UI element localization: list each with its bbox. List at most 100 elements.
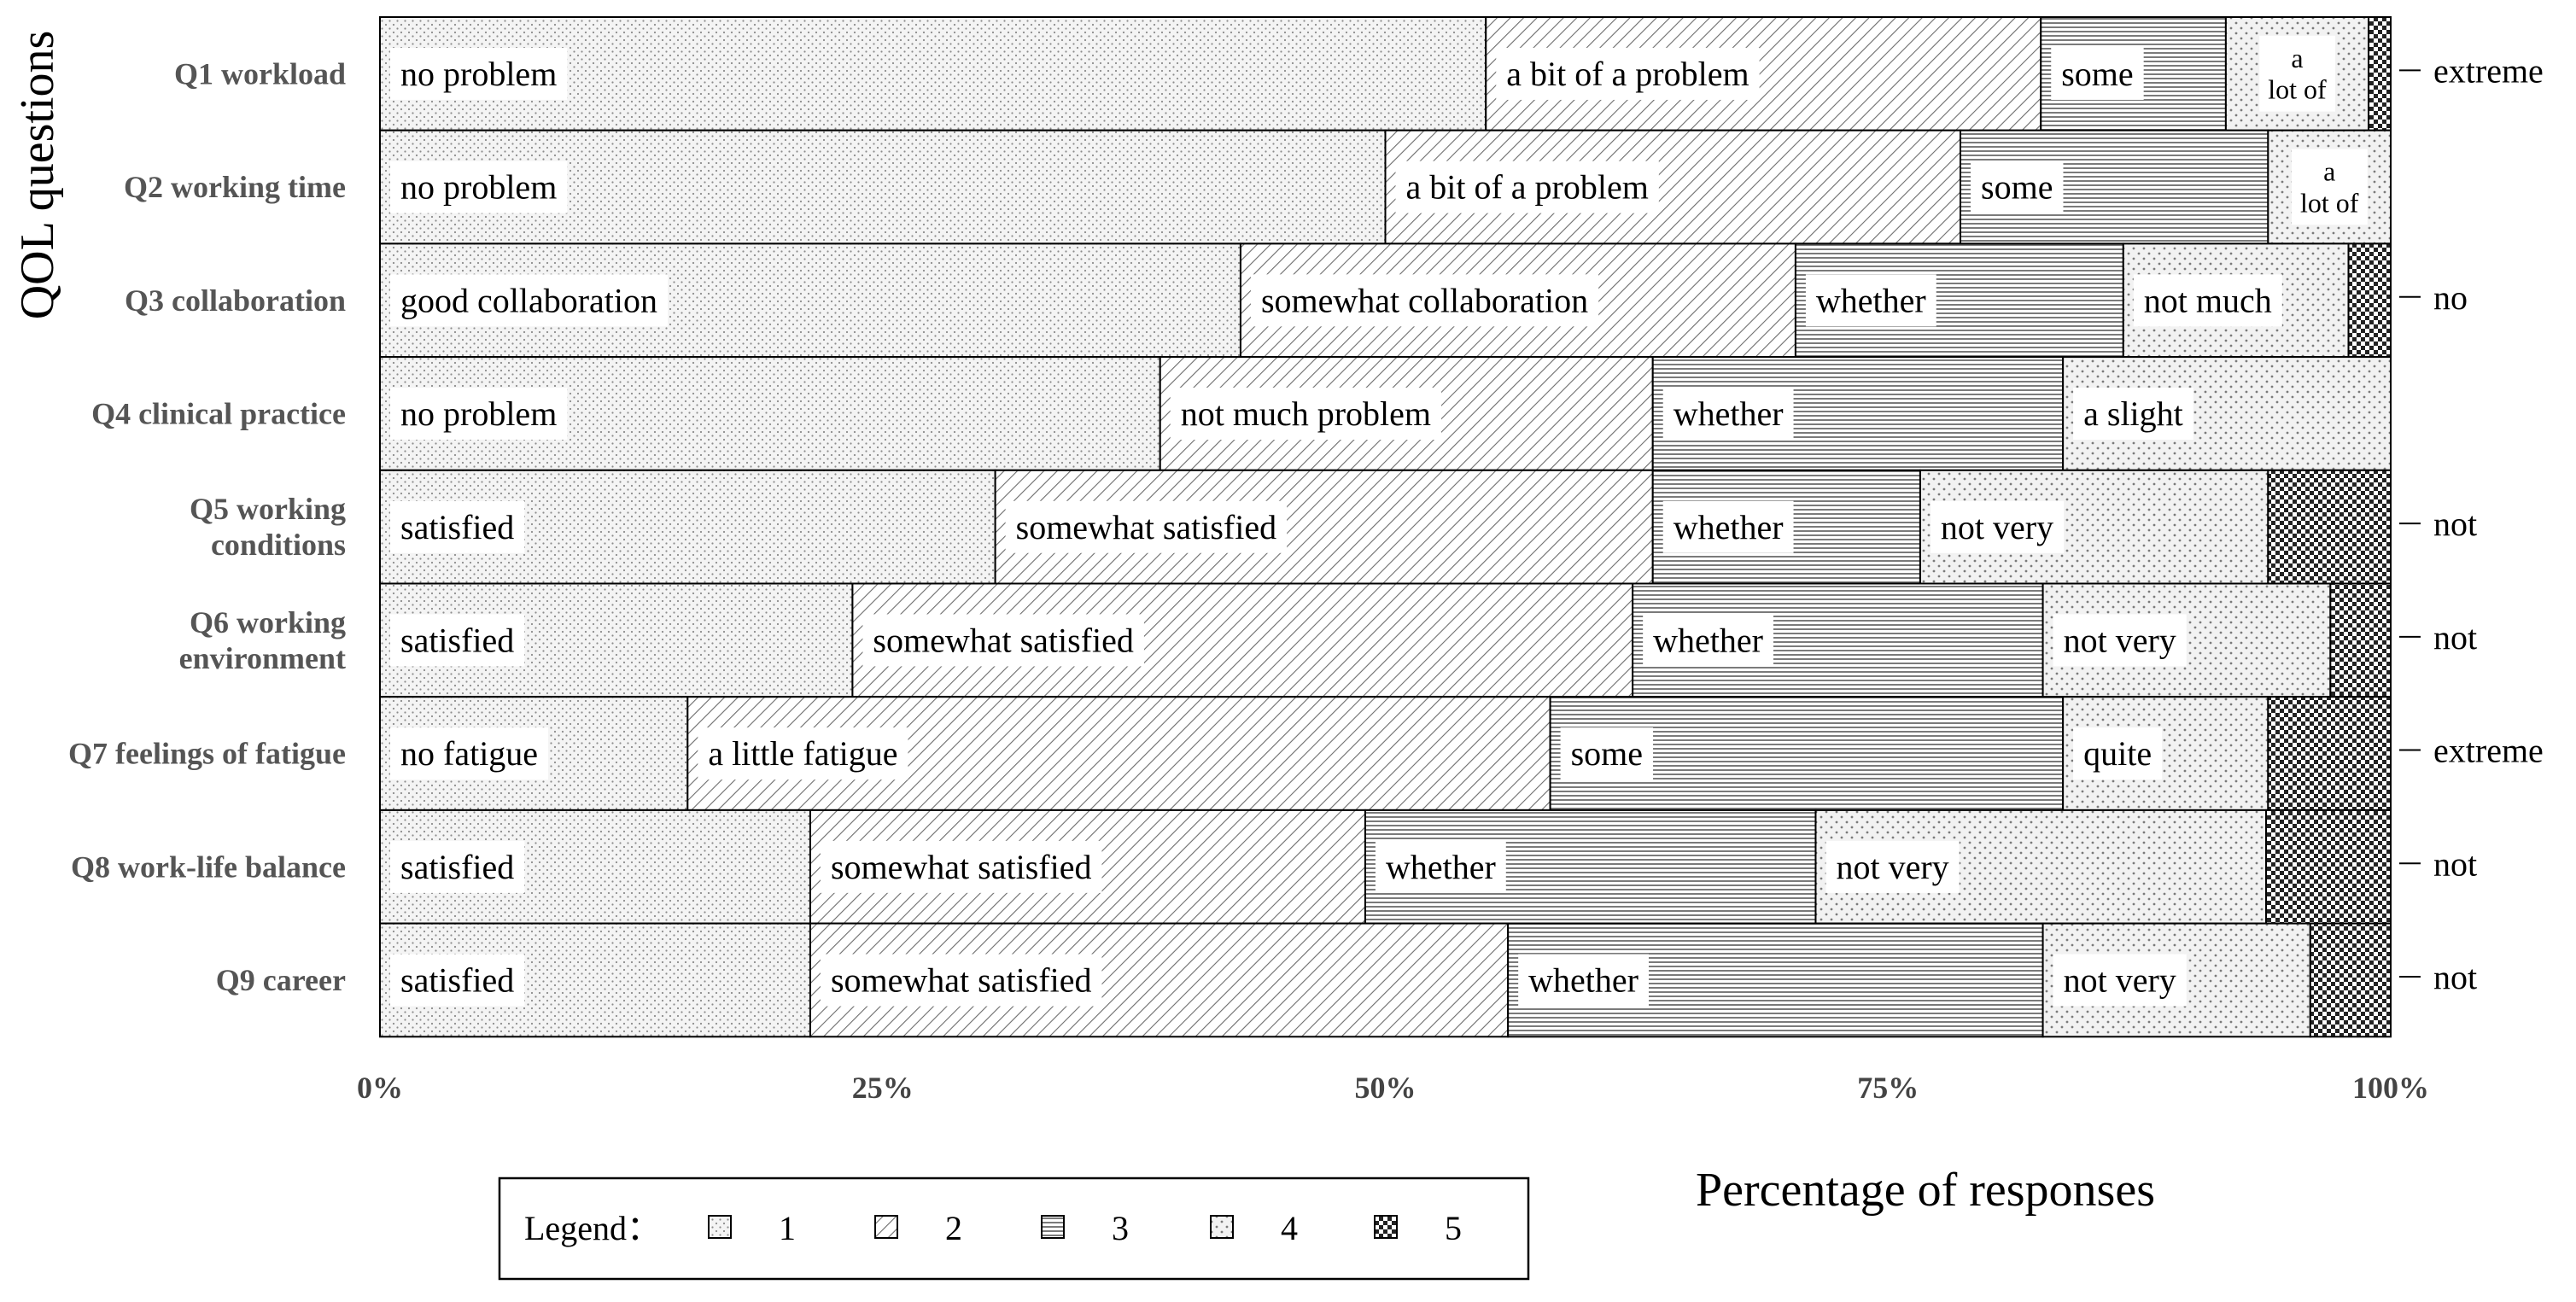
category-label-q5-working-conditions: conditions: [211, 528, 346, 562]
segment-label-text: not very: [1941, 508, 2053, 546]
legend-entries: 1 2 3 4 5: [708, 1209, 1462, 1247]
segment-label-q4-clinical-practice-s2: not much problem: [1170, 388, 1442, 441]
category-label-q3-collaboration: Q3 collaboration: [125, 283, 346, 318]
x-axis-title: Percentage of responses: [1696, 1164, 2155, 1217]
legend-swatch: [1374, 1215, 1398, 1239]
segment-label-text: some: [1571, 734, 1643, 773]
segment-label-background: [1560, 727, 1654, 780]
category-label-q6-working-environment: Q6 working: [190, 605, 346, 639]
outside-label-q5-working-conditions: not: [2399, 505, 2477, 543]
segment-label-q2-working-time-s2: a bit of a problem: [1395, 161, 1659, 213]
x-axis-ticks-layer: 0%25%50%75%100%: [357, 1071, 2429, 1105]
segment-label-q7-feelings-of-fatigue-s2: a little fatigue: [698, 727, 908, 780]
segment-label-background: [2133, 274, 2282, 327]
segment-label-text: no problem: [400, 55, 557, 93]
legend-entry-5: 5: [1374, 1209, 1462, 1247]
segment-label-background: [2053, 614, 2187, 667]
segment-label-text: a bit of a problem: [1506, 55, 1749, 93]
segment-label-text: some: [2061, 55, 2133, 93]
segment-label-background: [2259, 35, 2336, 112]
x-tick-label-4: 100%: [2352, 1071, 2429, 1105]
segment-label-background: [390, 614, 525, 667]
segment-label-q1-workload-s1: no problem: [390, 47, 568, 100]
segment-label-background: [2073, 727, 2163, 780]
segment-label-text: satisfied: [400, 621, 514, 659]
legend: Legend： 1 2 3 4 5: [498, 1176, 1530, 1281]
category-label-q8-work-life-balance: Q8 work-life balance: [71, 850, 346, 884]
segment-label-q4-clinical-practice-s3: whether: [1662, 388, 1794, 441]
segment-label-background: [390, 840, 525, 893]
segment-label-text: quite: [2083, 734, 2152, 773]
segment-label-q8-work-life-balance-s3: whether: [1375, 840, 1506, 893]
legend-box: [498, 1176, 1530, 1281]
legend-entry-3: 3: [1041, 1209, 1129, 1247]
legend-title: Legend：: [524, 1209, 661, 1247]
segment-label-text: not much problem: [1181, 394, 1431, 433]
segment-label-text: a: [2323, 156, 2335, 187]
segment-label-q3-collaboration-s1: good collaboration: [390, 274, 669, 327]
segment-label-text: no problem: [400, 394, 557, 433]
segment-label-background: [390, 388, 568, 441]
segment-label-text: no fatigue: [400, 734, 538, 773]
segment-label-background: [390, 161, 568, 213]
segment-label-background: [1518, 954, 1649, 1007]
category-label-q1-workload: Q1 workload: [174, 56, 346, 90]
bar-segment-q5-working-conditions-s5: [2267, 469, 2392, 585]
segment-label-background: [862, 614, 1144, 667]
segment-label-q9-career-s4: not very: [2053, 954, 2187, 1007]
outside-label-q7-feelings-of-fatigue: extreme: [2399, 732, 2544, 770]
segment-label-text: no problem: [400, 168, 557, 207]
segment-label-text: a little fatigue: [708, 734, 897, 773]
segment-label-text: somewhat satisfied: [831, 961, 1092, 1000]
segment-label-q6-working-environment-s3: whether: [1643, 614, 1773, 667]
outside-label-q8-work-life-balance: not: [2399, 844, 2477, 883]
segment-label-q4-clinical-practice-s4: a slight: [2073, 388, 2193, 441]
segment-label-background: [1805, 274, 1936, 327]
legend-label: 3: [1112, 1209, 1129, 1247]
segment-label-q7-feelings-of-fatigue-s1: no fatigue: [390, 727, 549, 780]
segment-label-background: [1005, 500, 1288, 553]
y-axis-title: QOL questions: [11, 31, 64, 320]
segment-label-q1-workload-s2: a bit of a problem: [1496, 47, 1760, 100]
segment-label-q8-work-life-balance-s4: not very: [1825, 840, 1960, 893]
category-label-q6-working-environment: environment: [179, 641, 346, 675]
legend-label: 5: [1445, 1209, 1462, 1247]
segment-label-q6-working-environment-s2: somewhat satisfied: [862, 614, 1144, 667]
segment-label-q4-clinical-practice-s1: no problem: [390, 388, 568, 441]
segment-label-background: [1496, 47, 1760, 100]
category-label-q4-clinical-practice: Q4 clinical practice: [91, 396, 346, 430]
segment-label-background: [390, 727, 549, 780]
segment-label-q6-working-environment-s4: not very: [2053, 614, 2187, 667]
outside-label-text: not: [2433, 958, 2477, 996]
segment-label-text: lot of: [2300, 187, 2359, 218]
segment-label-text: whether: [1386, 848, 1496, 886]
outside-label-q6-working-environment: not: [2399, 618, 2477, 657]
segment-label-background: [698, 727, 908, 780]
segment-label-text: good collaboration: [400, 281, 657, 319]
segment-label-background: [1395, 161, 1659, 213]
segment-label-text: not much: [2144, 281, 2272, 319]
segment-label-text: not very: [2064, 621, 2176, 659]
segment-label-text: whether: [1653, 621, 1763, 659]
segment-label-background: [390, 954, 525, 1007]
legend-label: 1: [779, 1209, 796, 1247]
outside-label-text: not: [2433, 618, 2477, 657]
outside-label-q3-collaboration: no: [2399, 278, 2468, 317]
segment-label-text: not very: [2064, 961, 2176, 1000]
segment-label-q8-work-life-balance-s1: satisfied: [390, 840, 525, 893]
x-tick-label-2: 50%: [1355, 1071, 1417, 1105]
segment-label-q9-career-s2: somewhat satisfied: [820, 954, 1102, 1007]
legend-swatch: [874, 1215, 898, 1239]
segment-label-background: [2291, 149, 2368, 225]
x-tick-label-1: 25%: [852, 1071, 914, 1105]
legend-label: 4: [1281, 1209, 1298, 1247]
category-label-q5-working-conditions: Q5 working: [190, 492, 346, 526]
legend-entry-2: 2: [874, 1209, 962, 1247]
segment-label-background: [390, 274, 669, 327]
segment-label-background: [1662, 500, 1794, 553]
category-label-q9-career: Q9 career: [216, 963, 346, 997]
segment-label-text: somewhat collaboration: [1261, 281, 1588, 319]
